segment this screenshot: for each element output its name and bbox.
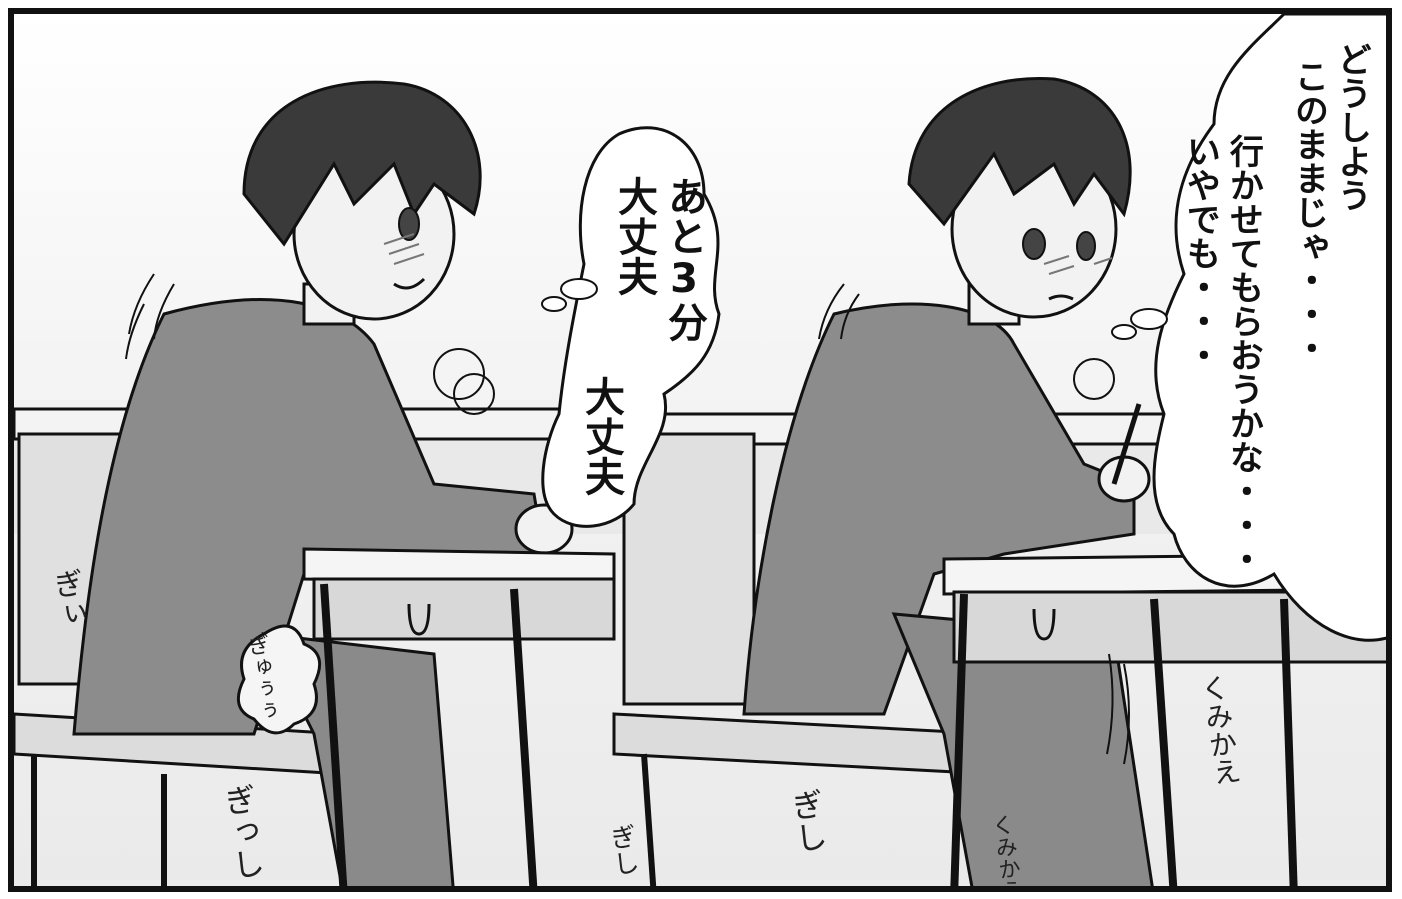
right-thought-line-4: いやでも・・・	[1180, 134, 1221, 372]
right-thought-line-1: どうしよう	[1331, 42, 1372, 212]
gyuuu-burst	[236, 624, 322, 735]
manga-panel: あと3分 大丈夫 大丈夫 どうしよう このままじゃ・・・ 行かせてもらおうかな・…	[8, 8, 1392, 892]
panel-artwork	[14, 14, 1386, 886]
left-desk	[302, 547, 616, 886]
sfx-gishi-middle: ぎし	[603, 822, 641, 878]
left-thought-line-2: 大丈夫	[611, 176, 657, 296]
right-thought-bubble	[1073, 14, 1386, 642]
right-student	[612, 76, 1154, 886]
sfx-gii-left: ぎぃ	[44, 566, 89, 632]
left-thought-line-3: 大丈夫	[578, 376, 624, 496]
right-thought-line-3: 行かせてもらおうかな・・・	[1223, 134, 1264, 576]
left-thought-bubble	[433, 126, 721, 528]
left-thought-line-1: あと3分	[661, 176, 707, 342]
right-thought-line-2: このままじゃ・・・	[1288, 59, 1329, 365]
motion-lines	[125, 273, 1130, 765]
left-student	[14, 80, 574, 886]
sfx-gishi-right: ぎし	[783, 786, 831, 856]
